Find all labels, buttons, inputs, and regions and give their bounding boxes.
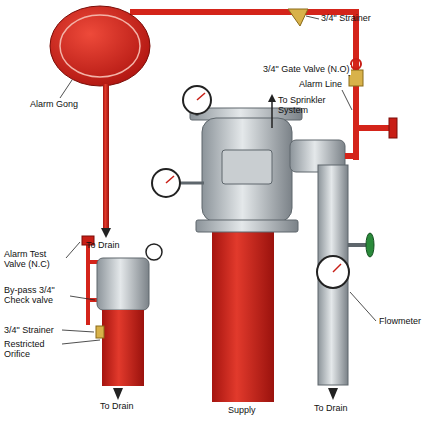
riser-pipe [102,310,144,386]
leader-line [66,242,80,258]
part-label: To Drain [100,402,134,412]
leader-line [62,330,94,332]
drain-arrow [328,388,338,400]
part-label: By-pass 3/4" Check valve [4,286,68,306]
strainer [288,9,308,26]
leader-line [60,80,72,98]
gauge-needle [333,264,341,272]
drain-arrow [113,388,123,400]
gauge-stem [180,108,204,183]
valve-flange [196,220,298,232]
gauge-needle [166,176,174,183]
part-label: Alarm Test Valve (N.C) [4,250,64,270]
gong-drain-pipe [103,84,109,228]
flow-arrowhead [268,94,276,102]
strainer [96,326,104,338]
gauge-needle [197,93,205,100]
flow-arrow [271,100,273,128]
pressure-gauge [146,244,162,260]
drain-arrow [101,228,111,238]
part-label: Alarm Line [298,80,343,90]
alarm-gong [50,6,150,86]
leader-line [70,296,95,300]
alarm-connection [345,153,356,159]
check-valve-body [97,258,149,310]
part-label: Alarm Gong [30,100,78,110]
handwheel [366,233,374,257]
alarm-branch-pipe [356,125,392,131]
drain-pipe [318,165,348,385]
pressure-gauge [183,86,211,114]
part-label: To Drain [86,241,120,251]
valve-stem [348,243,366,247]
flowmeter-gauge [317,256,349,288]
alarm-valve-body [202,118,292,222]
leader-line [306,16,319,19]
part-label: Flowmeter [379,317,421,327]
gate-valve-wheel [351,59,361,69]
branch-valve [389,118,397,138]
part-label: Supply [228,406,256,416]
gate-valve [349,70,363,86]
part-label: To Drain [314,404,348,414]
part-label: 3/4" Gate Valve (N.O) [262,65,351,75]
supply-pipe [212,230,274,402]
part-label: 3/4" Strainer [4,326,54,336]
part-label: To Sprinkler System [278,96,328,116]
pressure-gauge [152,169,180,197]
part-label: Restricted Orifice [4,340,60,360]
name-plate [222,150,272,184]
part-label: 3/4" Strainer [321,14,371,24]
gong-ring [60,15,140,77]
leader-line [62,340,100,344]
leader-line [350,292,376,321]
